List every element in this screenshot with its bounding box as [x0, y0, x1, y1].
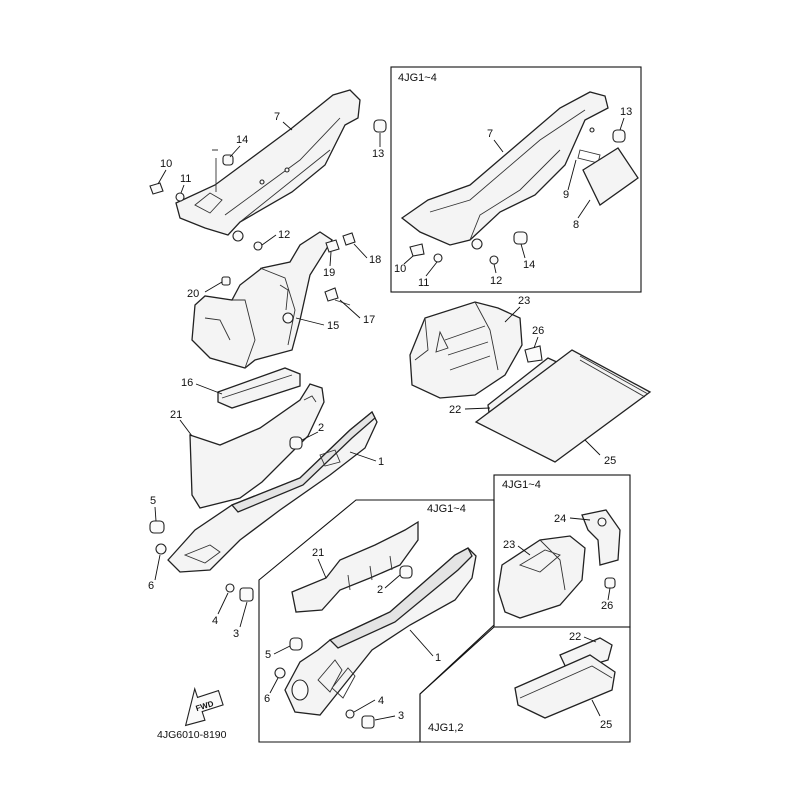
battery-box-assembly [191, 231, 333, 369]
toolkit-callout-26: 26 [532, 325, 544, 337]
inset-callout-25: 25 [600, 719, 612, 731]
callout-11: 11 [180, 173, 191, 185]
callout-1: 1 [378, 456, 384, 468]
upper-cover-panel [175, 89, 361, 236]
inset-label-lower-right: 4JG1,2 [428, 722, 463, 734]
toolkit-callout-25: 25 [604, 455, 616, 467]
callout-16: 16 [181, 377, 193, 389]
owners-manual [474, 349, 652, 463]
inset-callout-24: 24 [554, 513, 566, 525]
inset-manual [514, 654, 616, 719]
inset-frame-lower-center [258, 499, 495, 743]
toolkit-callout-23: 23 [518, 295, 530, 307]
callout-4: 4 [212, 615, 218, 627]
tool-bag [409, 301, 523, 399]
inset-side-panel [291, 520, 419, 613]
inset-callout-7: 7 [487, 128, 493, 140]
inset-label-lower-center: 4JG1~4 [427, 503, 466, 515]
battery-box-fasteners [324, 232, 356, 306]
inset-frame-upper-right [390, 66, 642, 293]
callout-14: 14 [236, 134, 248, 146]
inset-callout-4: 4 [378, 695, 384, 707]
callout-5: 5 [150, 495, 156, 507]
inset-tool-bag [497, 535, 586, 619]
callout-12: 12 [278, 229, 290, 241]
side-cover-1 [167, 410, 378, 573]
inset-manual-25 [514, 654, 616, 719]
inset-upper-cover-panel [400, 91, 609, 246]
inset-bracket-24 [581, 509, 621, 566]
inset-callout-9: 9 [563, 189, 569, 201]
callout-6: 6 [148, 580, 154, 592]
inset-lower-fasteners [274, 565, 413, 729]
document-code: 4JG6010-8190 [157, 729, 227, 741]
manual-25 [474, 349, 652, 463]
callout-19: 19 [323, 267, 335, 279]
fwd-arrow-icon: FWD [184, 686, 224, 727]
inset-callout-21: 21 [312, 547, 324, 559]
callout-13: 13 [372, 148, 384, 160]
inset-side-cover-1 [284, 547, 477, 716]
inset-callout-1: 1 [435, 652, 441, 664]
callout-17: 17 [363, 314, 375, 326]
callout-15: 15 [327, 320, 339, 332]
callout-2: 2 [318, 422, 324, 434]
callout-21: 21 [170, 409, 182, 421]
side-panel-21 [189, 383, 325, 509]
tray [217, 367, 301, 409]
callout-18: 18 [369, 254, 381, 266]
inset-callout-11: 11 [418, 277, 429, 289]
inset-callout-5: 5 [265, 649, 271, 661]
inset-callout-14: 14 [523, 259, 535, 271]
callout-7: 7 [274, 111, 280, 123]
upper-cover-inner [194, 117, 341, 223]
callout-10: 10 [160, 158, 172, 170]
inset-callout-23: 23 [503, 539, 515, 551]
battery-box [191, 231, 333, 369]
inset-callout-26: 26 [601, 600, 613, 612]
inset-callout-2: 2 [377, 584, 383, 596]
inset-frame-lower-right [419, 626, 631, 743]
tool-bag-23 [409, 301, 543, 399]
inset-tool-bag-assembly [497, 509, 621, 619]
toolkit-callout-22: 22 [449, 404, 461, 416]
inset-upper-cover-assembly [400, 91, 609, 250]
upper-cover-fasteners [149, 119, 387, 251]
inset-label-plate-8 [582, 147, 639, 206]
callout-3: 3 [233, 628, 239, 640]
inset-callout-22: 22 [569, 631, 581, 643]
inset-callout-6: 6 [264, 693, 270, 705]
inset-callout-8: 8 [573, 219, 579, 231]
inset-callout-12: 12 [490, 275, 502, 287]
side-cover-fasteners [149, 436, 303, 602]
inset-callout-13: 13 [620, 106, 632, 118]
tray-assembly [217, 367, 301, 409]
inset-label-mid-right: 4JG1~4 [502, 479, 541, 491]
inset-callout-3: 3 [398, 710, 404, 722]
inset-callout-10: 10 [394, 263, 406, 275]
side-cover-panel-21 [189, 383, 325, 509]
callout-20: 20 [187, 288, 199, 300]
inset-side-panel-21 [291, 520, 419, 613]
upper-cover-assembly [175, 89, 361, 242]
inset-label-upper-right: 4JG1~4 [398, 72, 437, 84]
